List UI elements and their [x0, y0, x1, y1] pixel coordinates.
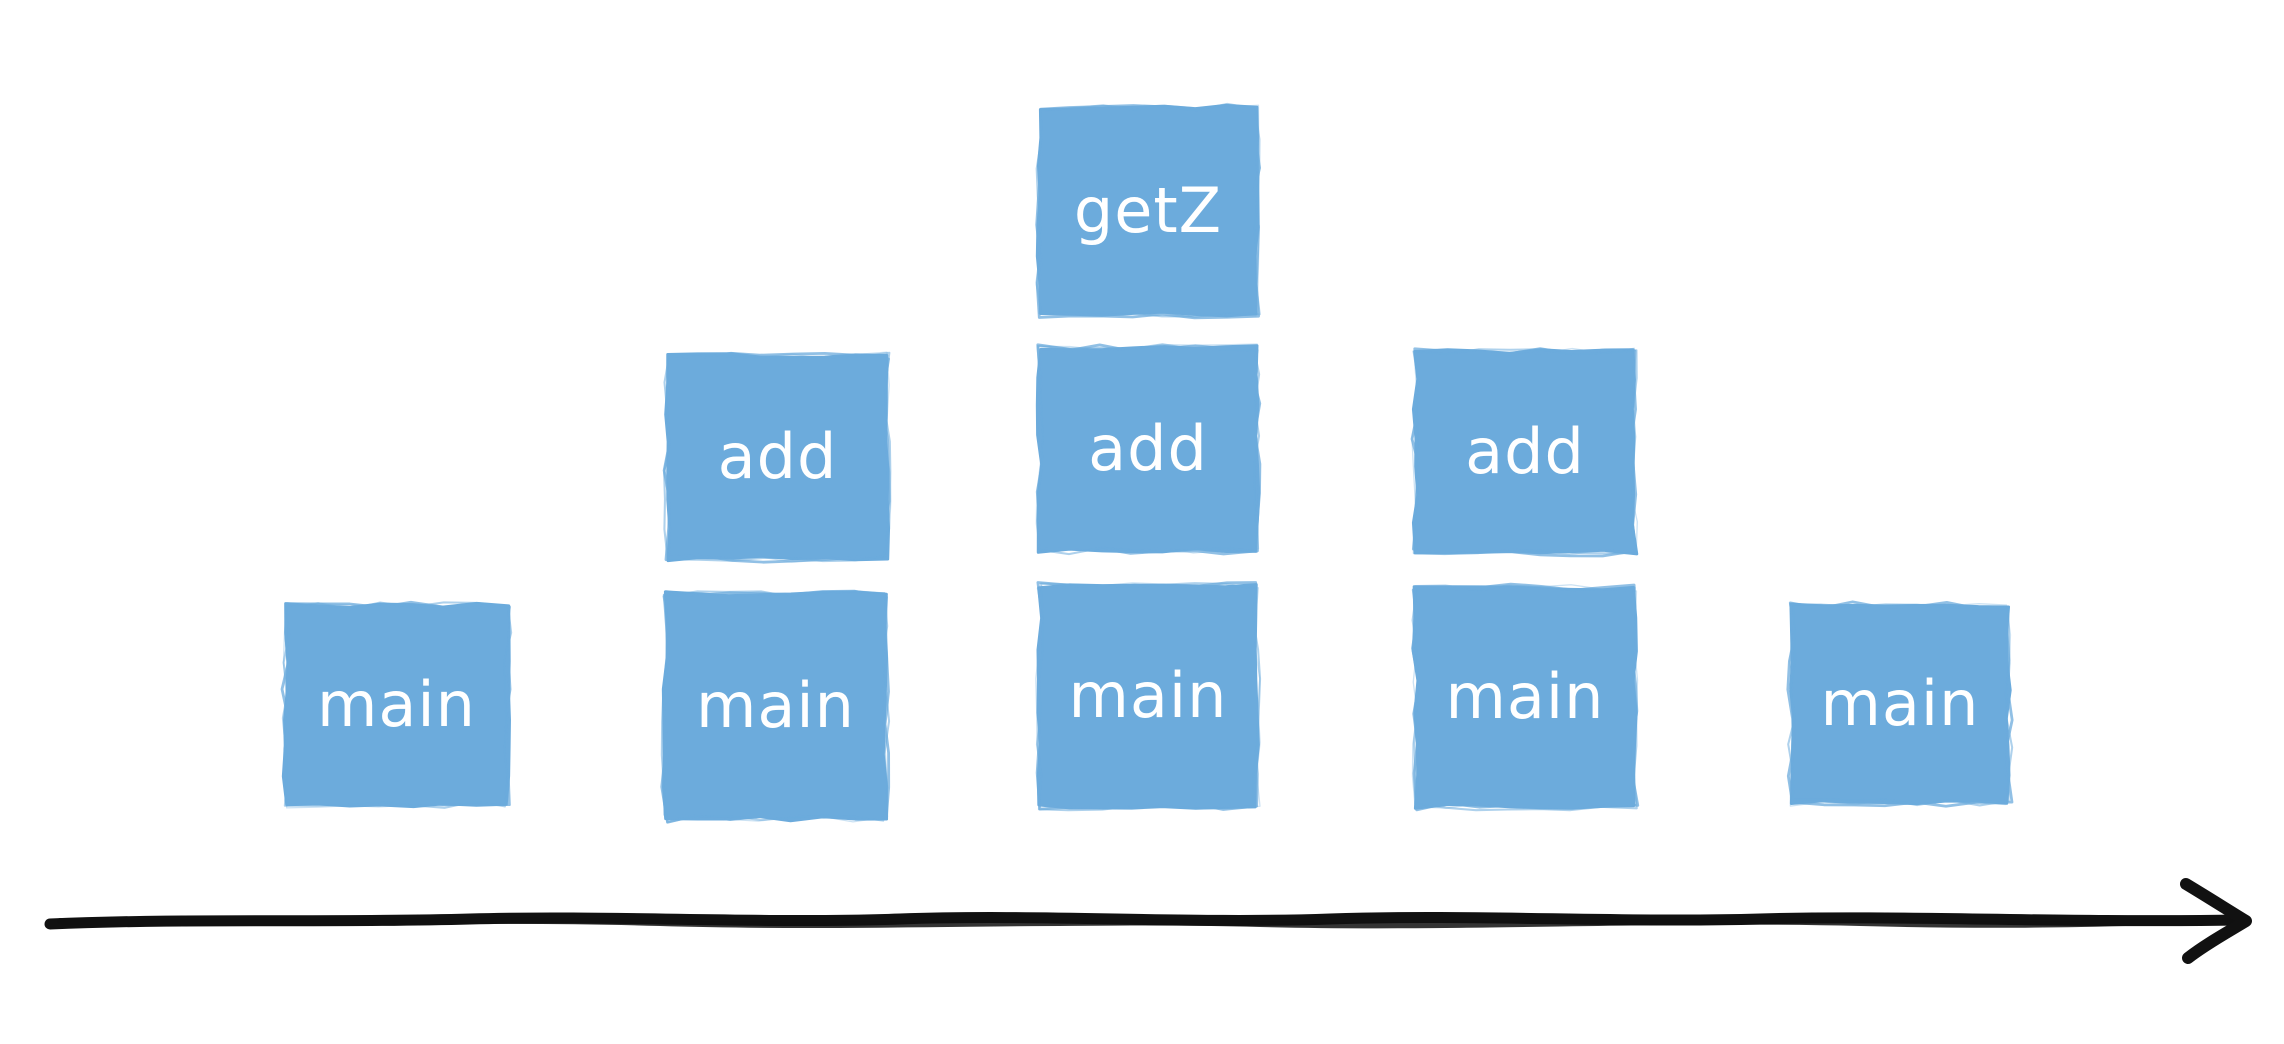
frame-edge-stroke — [1787, 603, 2014, 807]
frame-edge-stroke — [1037, 104, 1260, 318]
stack-frame-getz-c3[interactable]: getZ — [1032, 100, 1264, 322]
frame-edge-stroke — [281, 601, 513, 809]
frame-edge-stroke — [660, 589, 891, 824]
stack-frame-label: main — [1445, 660, 1605, 733]
frame-edge-stroke — [282, 603, 511, 809]
stack-frame-main-c5[interactable]: main — [1784, 598, 2016, 810]
stack-frame-add-c2[interactable]: add — [660, 348, 895, 566]
stack-frame-label: add — [717, 420, 838, 493]
stack-frame-label: main — [1820, 667, 1980, 740]
stack-frame-label: add — [1088, 412, 1208, 485]
frame-edge-stroke — [280, 600, 512, 807]
stack-frame-label: getZ — [1073, 174, 1223, 247]
frame-edge-stroke — [1036, 343, 1261, 556]
stack-frame-main-c4[interactable]: main — [1408, 580, 1642, 814]
frame-edge-stroke — [1411, 584, 1639, 810]
stack-frame-label: add — [1465, 415, 1585, 488]
stack-frame-label: main — [696, 669, 855, 742]
frame-edge-stroke — [663, 351, 892, 563]
frame-shape — [1411, 582, 1640, 812]
frame-shape — [662, 351, 892, 564]
frame-edge-stroke — [1035, 582, 1262, 812]
frame-edge-stroke — [1411, 584, 1638, 812]
frame-edge-stroke — [1035, 582, 1261, 810]
stack-frame-label: main — [1068, 659, 1228, 732]
frame-edge-stroke — [1412, 348, 1638, 556]
frame-edge-stroke — [662, 590, 889, 823]
frame-shape — [1410, 347, 1639, 558]
stack-frame-main-c2[interactable]: main — [658, 586, 893, 826]
frame-shape — [1786, 600, 2014, 808]
frame-edge-stroke — [1786, 600, 2014, 808]
frame-edge-stroke — [1411, 347, 1638, 556]
stack-frame-add-c3[interactable]: add — [1032, 340, 1264, 558]
frame-shape — [660, 589, 891, 824]
stack-frame-label: main — [317, 668, 476, 741]
frame-edge-stroke — [1035, 102, 1261, 318]
frame-shape — [280, 600, 513, 809]
frame-edge-stroke — [1035, 343, 1260, 554]
frame-edge-stroke — [663, 351, 892, 563]
stack-frame-main-c1[interactable]: main — [278, 598, 515, 812]
frame-shape — [1035, 581, 1262, 812]
stack-frame-add-c4[interactable]: add — [1408, 344, 1642, 560]
frame-edge-stroke — [660, 590, 891, 824]
frame-shape — [1035, 102, 1262, 320]
frame-shape — [1035, 343, 1262, 556]
stack-frame-main-c3[interactable]: main — [1032, 578, 1264, 814]
frame-edge-stroke — [1789, 603, 2012, 807]
